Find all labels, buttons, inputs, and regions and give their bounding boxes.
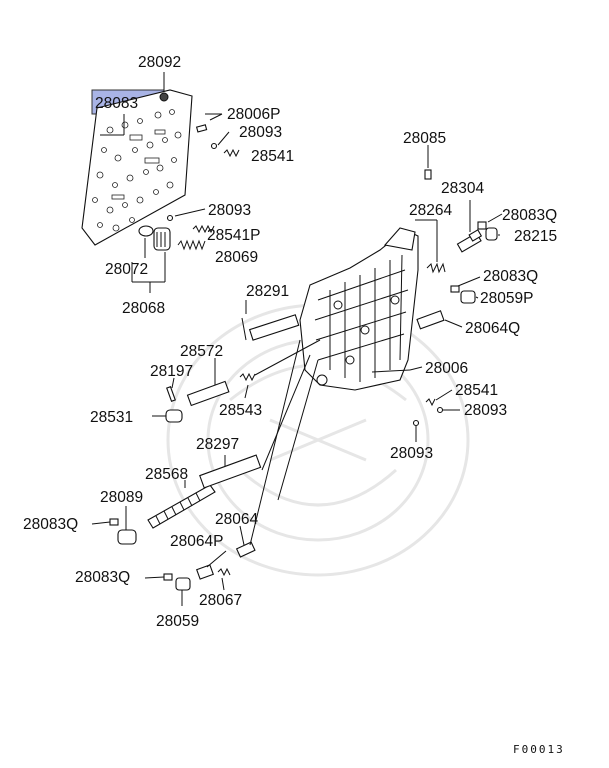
- valve-body[interactable]: [299, 227, 419, 391]
- check-ball-28092[interactable]: [159, 92, 169, 102]
- valve-28572[interactable]: [186, 380, 230, 407]
- spring-28568[interactable]: [147, 484, 216, 529]
- plug-28059P[interactable]: [460, 290, 476, 304]
- spring-28541-right[interactable]: [425, 398, 436, 407]
- valve-28291[interactable]: [241, 314, 300, 341]
- callout-28067[interactable]: 28067: [199, 592, 242, 609]
- spring-28541P[interactable]: [192, 224, 215, 234]
- callout-28543[interactable]: 28543: [219, 402, 262, 419]
- callout-28541-b[interactable]: 28541: [455, 382, 498, 399]
- callout-28093-b[interactable]: 28093: [208, 202, 251, 219]
- plug-28531[interactable]: [165, 409, 183, 423]
- spring-28069[interactable]: [177, 239, 206, 251]
- callout-28291[interactable]: 28291: [246, 283, 289, 300]
- valve-28064P[interactable]: [196, 564, 214, 580]
- plug-28083Q-c[interactable]: [109, 518, 119, 526]
- callout-28215[interactable]: 28215: [514, 228, 557, 245]
- plug-28215[interactable]: [485, 227, 498, 241]
- callout-28304[interactable]: 28304: [441, 180, 484, 197]
- gasket-28072[interactable]: [138, 225, 154, 237]
- valve-28304[interactable]: [456, 229, 483, 253]
- callout-28059[interactable]: 28059: [156, 613, 199, 630]
- pin-28006P[interactable]: [195, 124, 208, 133]
- callout-28093-a[interactable]: 28093: [239, 124, 282, 141]
- callout-28093-c[interactable]: 28093: [464, 402, 507, 419]
- callout-28072[interactable]: 28072: [105, 261, 148, 278]
- callout-28083[interactable]: 28083: [95, 95, 138, 112]
- callout-28064P[interactable]: 28064P: [170, 533, 223, 550]
- callout-28059P[interactable]: 28059P: [480, 290, 533, 307]
- ball-28093-mid[interactable]: [166, 214, 174, 222]
- rod-28006[interactable]: [371, 369, 411, 373]
- callout-28064Q[interactable]: 28064Q: [465, 320, 520, 337]
- pin-28197[interactable]: [166, 386, 176, 402]
- plug-28083Q-a[interactable]: [477, 221, 487, 230]
- callout-28083Q-d[interactable]: 28083Q: [75, 569, 130, 586]
- pin-28085[interactable]: [424, 169, 432, 180]
- callout-28093-d[interactable]: 28093: [390, 445, 433, 462]
- callout-28572[interactable]: 28572: [180, 343, 223, 360]
- valve-28064Q[interactable]: [416, 310, 445, 330]
- callout-28197[interactable]: 28197: [150, 363, 193, 380]
- spring-28264[interactable]: [426, 262, 446, 274]
- plug-28083Q-d[interactable]: [163, 573, 173, 581]
- callout-labels: 28092 28083 28006P 28093 28541 28085 283…: [23, 54, 557, 630]
- spring-28541-top[interactable]: [223, 148, 240, 158]
- callout-28006P[interactable]: 28006P: [227, 106, 280, 123]
- callout-28541-a[interactable]: 28541: [251, 148, 294, 165]
- callout-28531[interactable]: 28531: [90, 409, 133, 426]
- leader-lines: [91, 72, 503, 606]
- ball-28093-bottom[interactable]: [412, 419, 420, 427]
- valve-28064[interactable]: [235, 541, 256, 558]
- plug-28059[interactable]: [175, 577, 191, 591]
- callout-28297[interactable]: 28297: [196, 436, 239, 453]
- callout-28085[interactable]: 28085: [403, 130, 446, 147]
- callout-28089[interactable]: 28089: [100, 489, 143, 506]
- valve-28297[interactable]: [199, 454, 262, 489]
- callout-28006[interactable]: 28006: [425, 360, 468, 377]
- callout-28264[interactable]: 28264: [409, 202, 452, 219]
- callout-28568[interactable]: 28568: [145, 466, 188, 483]
- callout-28069[interactable]: 28069: [215, 249, 258, 266]
- callout-28083Q-a[interactable]: 28083Q: [502, 207, 557, 224]
- plug-28083Q-b[interactable]: [450, 285, 460, 293]
- callout-28083Q-c[interactable]: 28083Q: [23, 516, 78, 533]
- figure-code: F00013: [513, 743, 565, 756]
- plug-28089[interactable]: [117, 529, 137, 545]
- spring-28067[interactable]: [217, 567, 231, 577]
- callout-28064[interactable]: 28064: [215, 511, 258, 528]
- spring-28543[interactable]: [239, 372, 256, 382]
- ball-28093-right[interactable]: [436, 406, 444, 414]
- callout-28092[interactable]: 28092: [138, 54, 181, 71]
- sleeve-28068[interactable]: [153, 227, 171, 251]
- spring-28568-coils: [155, 492, 201, 525]
- separator-plate[interactable]: [81, 89, 193, 246]
- callout-28068[interactable]: 28068: [122, 300, 165, 317]
- ball-28093-top[interactable]: [210, 142, 218, 150]
- callout-28083Q-b[interactable]: 28083Q: [483, 268, 538, 285]
- callout-28541P[interactable]: 28541P: [207, 227, 260, 244]
